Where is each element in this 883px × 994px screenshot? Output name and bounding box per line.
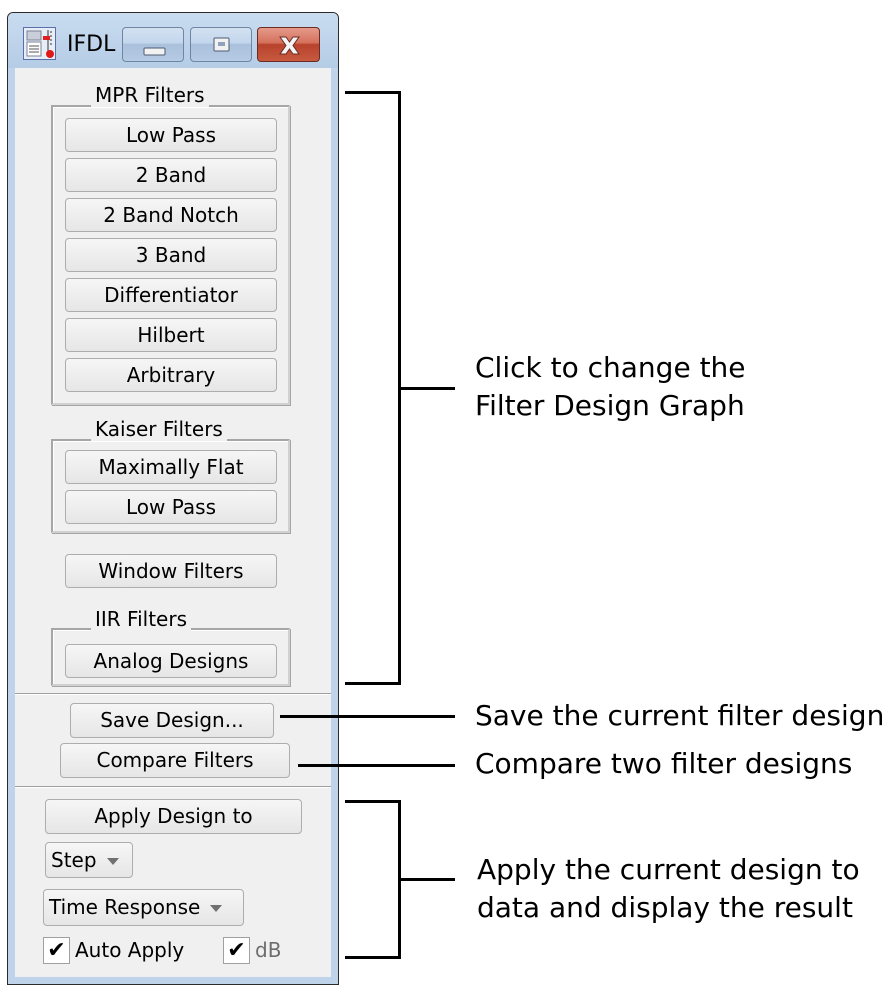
separator: [15, 786, 331, 788]
annotation-apply-line1: Apply the current design to: [477, 853, 860, 886]
iir-analog-designs-button[interactable]: Analog Designs: [65, 644, 277, 678]
maximize-button[interactable]: [190, 27, 252, 62]
annotation-compare: Compare two filter designs: [475, 747, 853, 780]
auto-apply-label: Auto Apply: [75, 938, 185, 962]
save-design-button[interactable]: Save Design...: [70, 703, 274, 738]
chevron-down-icon: [210, 905, 223, 912]
compare-filters-button[interactable]: Compare Filters: [60, 743, 290, 778]
display-select-value: Time Response: [49, 895, 201, 919]
filter-design-icon: [23, 27, 56, 60]
maximize-icon: [213, 37, 230, 52]
annotation-save: Save the current filter design: [475, 699, 883, 732]
mpr-2-band-notch-button[interactable]: 2 Band Notch: [65, 198, 277, 232]
mpr-filters-label: MPR Filters: [91, 83, 209, 107]
window-filters-button[interactable]: Window Filters: [65, 554, 277, 588]
annotation-filter-buttons-line1: Click to change the: [475, 351, 746, 384]
mpr-3-band-button[interactable]: 3 Band: [65, 238, 277, 272]
annotation-bracket: [345, 682, 401, 685]
window-title: IFDL: [67, 32, 116, 57]
annotation-apply-line2: data and display the result: [477, 891, 853, 924]
minimize-icon: [143, 47, 166, 56]
kaiser-maximally-flat-button[interactable]: Maximally Flat: [65, 450, 277, 484]
kaiser-low-pass-button[interactable]: Low Pass: [65, 490, 277, 524]
chevron-down-icon: [106, 858, 119, 865]
annotation-leader: [280, 715, 455, 718]
annotation-bracket: [345, 91, 401, 94]
close-icon: [279, 36, 300, 55]
source-select[interactable]: Step: [45, 842, 133, 878]
annotation-leader: [298, 764, 455, 767]
mpr-low-pass-button[interactable]: Low Pass: [65, 118, 277, 152]
iir-filters-label: IIR Filters: [91, 607, 192, 631]
auto-apply-checkbox[interactable]: ✔: [43, 937, 70, 964]
annotation-bracket: [345, 800, 401, 803]
source-select-value: Step: [51, 848, 97, 872]
close-button[interactable]: [257, 27, 320, 62]
minimize-button[interactable]: [122, 27, 184, 62]
annotation-bracket: [345, 956, 401, 959]
separator: [15, 693, 331, 695]
db-label: dB: [255, 938, 282, 962]
apply-design-button[interactable]: Apply Design to: [45, 799, 302, 834]
annotation-leader: [398, 878, 455, 881]
annotation-filter-buttons-line2: Filter Design Graph: [475, 389, 745, 422]
kaiser-filters-label: Kaiser Filters: [91, 417, 227, 441]
mpr-arbitrary-button[interactable]: Arbitrary: [65, 358, 277, 392]
mpr-differentiator-button[interactable]: Differentiator: [65, 278, 277, 312]
mpr-hilbert-button[interactable]: Hilbert: [65, 318, 277, 352]
annotation-leader: [398, 387, 455, 390]
display-select[interactable]: Time Response: [43, 889, 244, 926]
mpr-2-band-button[interactable]: 2 Band: [65, 158, 277, 192]
db-checkbox[interactable]: ✔: [223, 937, 250, 964]
